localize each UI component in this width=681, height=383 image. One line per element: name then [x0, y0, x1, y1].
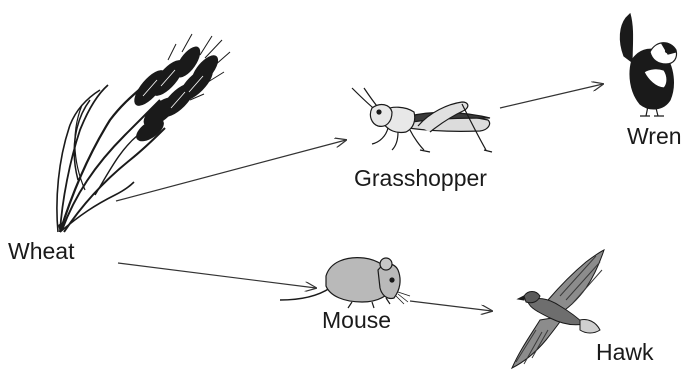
hawk-label: Hawk [596, 341, 654, 364]
grasshopper-label: Grasshopper [354, 167, 487, 190]
arrow-grasshopper-to-wren [500, 84, 603, 108]
arrow-wheat-to-mouse [118, 263, 316, 288]
wren-label: Wren [627, 125, 681, 148]
mouse-label: Mouse [322, 309, 391, 332]
wheat-icon [57, 34, 230, 232]
wren-icon [620, 14, 676, 116]
mouse-icon [280, 258, 410, 308]
grasshopper-icon [352, 88, 492, 152]
arrow-mouse-to-hawk [410, 301, 492, 311]
hawk-icon [512, 250, 604, 368]
wheat-label: Wheat [8, 240, 74, 263]
arrow-wheat-to-grasshopper [116, 140, 346, 201]
